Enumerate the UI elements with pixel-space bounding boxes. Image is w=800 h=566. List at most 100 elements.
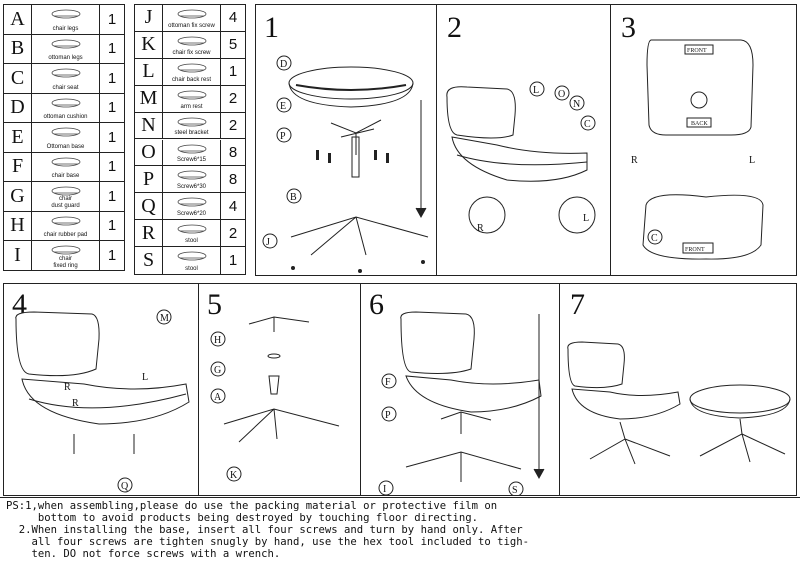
chair-backrest-illustration: L O N C R L [446,81,596,234]
note-line-2: bottom to avoid products being destroyed… [6,512,478,524]
armrest-illustration: M L R R Q [15,309,190,493]
label-L-detail: L [583,213,589,224]
part-quantity: 1 [107,10,117,28]
part-letter: I [4,241,32,271]
part-name: chair back rest [171,76,211,83]
label-C: C [584,119,591,130]
part-quantity: 5 [228,36,238,54]
label-I: I [383,484,386,495]
steel-bracket-icon [177,117,206,126]
chair-seat-illustration: FRONT BACK FRONT R L C [631,39,764,260]
label-E: E [280,101,286,112]
part-name: ottoman legs [48,55,83,61]
step-number: 6 [369,288,384,321]
arm-rest-icon [177,90,206,100]
part-name: stool [185,265,198,272]
part-quantity: 1 [107,99,117,117]
part-picture: chair legs [32,5,100,34]
part-picture: ottoman legs [32,34,100,63]
part-quantity: 1 [107,128,117,146]
note-line-1: PS:1,when assembling,please do use the p… [6,500,498,512]
part-name: chair seat [52,84,79,91]
label-P: P [385,410,391,421]
part-quantity: 4 [228,197,238,215]
step-6-panel: 6 F P I S [360,283,560,496]
step-2-panel: 2 L O N C R L [436,4,611,276]
label-L: L [749,155,755,166]
screw-6x30-icon [177,170,206,180]
part-quantity: 8 [228,170,238,188]
part-letter: P [135,166,163,193]
part-letter: A [4,5,32,34]
step-number: 7 [570,288,585,321]
label-P: P [280,131,286,142]
label-J: J [266,237,270,248]
part-letter: N [135,112,163,139]
part-name: chair base [51,173,80,179]
screw-6x20-icon [177,197,206,207]
label-G: G [214,365,221,376]
ottoman-cushion-icon [51,98,80,107]
part-letter: B [4,34,32,63]
part-picture: Screw6*15 [163,139,221,166]
part-name: chair rubber pad [43,232,88,238]
step-number: 2 [447,11,462,44]
part-picture: chair fix screw [163,31,221,58]
label-C: C [651,233,658,244]
step-number: 1 [264,11,279,44]
part-quantity: 1 [107,187,117,205]
step-7-panel: 7 [559,283,797,496]
assembly-notes: PS:1,when assembling,please do use the p… [0,497,800,566]
part-letter: M [135,85,163,112]
part-letter: C [4,64,32,93]
label-K: K [230,470,238,481]
stool-s-icon [177,251,206,261]
part-picture: stool [163,247,221,274]
part-name: chair legs [52,25,79,32]
part-letter: S [135,247,163,274]
note-line-3: 2.When installing the base, insert all f… [6,524,523,536]
part-picture: chair rubber pad [32,211,100,240]
chair-base-illustration: H G A K [210,316,340,482]
label-R: R [64,382,71,393]
part-letter: J [135,5,163,31]
ottoman-assembly-illustration: D E P B J [262,55,429,273]
stool-icon [177,224,206,234]
part-picture: stool [163,220,221,247]
part-picture: ottoman fix screw [163,5,221,31]
part-quantity: 1 [107,217,117,235]
part-letter: L [135,58,163,85]
chair-fix-screw-icon [177,36,206,46]
part-picture: chair base [32,152,100,181]
dust-guard-icon [51,186,80,196]
label-O: O [558,89,565,100]
part-letter: K [135,31,163,58]
part-quantity: 8 [228,143,238,161]
step-4-panel: 4 M L R R Q [3,283,199,496]
label-R: R [477,223,484,234]
part-name: stool [185,238,198,245]
part-picture: chair back rest [163,58,221,85]
part-picture: chair seat [32,64,100,93]
ottoman-fix-screw-icon [177,9,206,19]
part-name: ottoman cushion [43,114,88,120]
part-name: steel bracket [174,130,209,137]
label-S: S [512,485,518,496]
label-H: H [214,335,221,346]
label-R: R [631,155,638,166]
label-N: N [573,99,580,110]
